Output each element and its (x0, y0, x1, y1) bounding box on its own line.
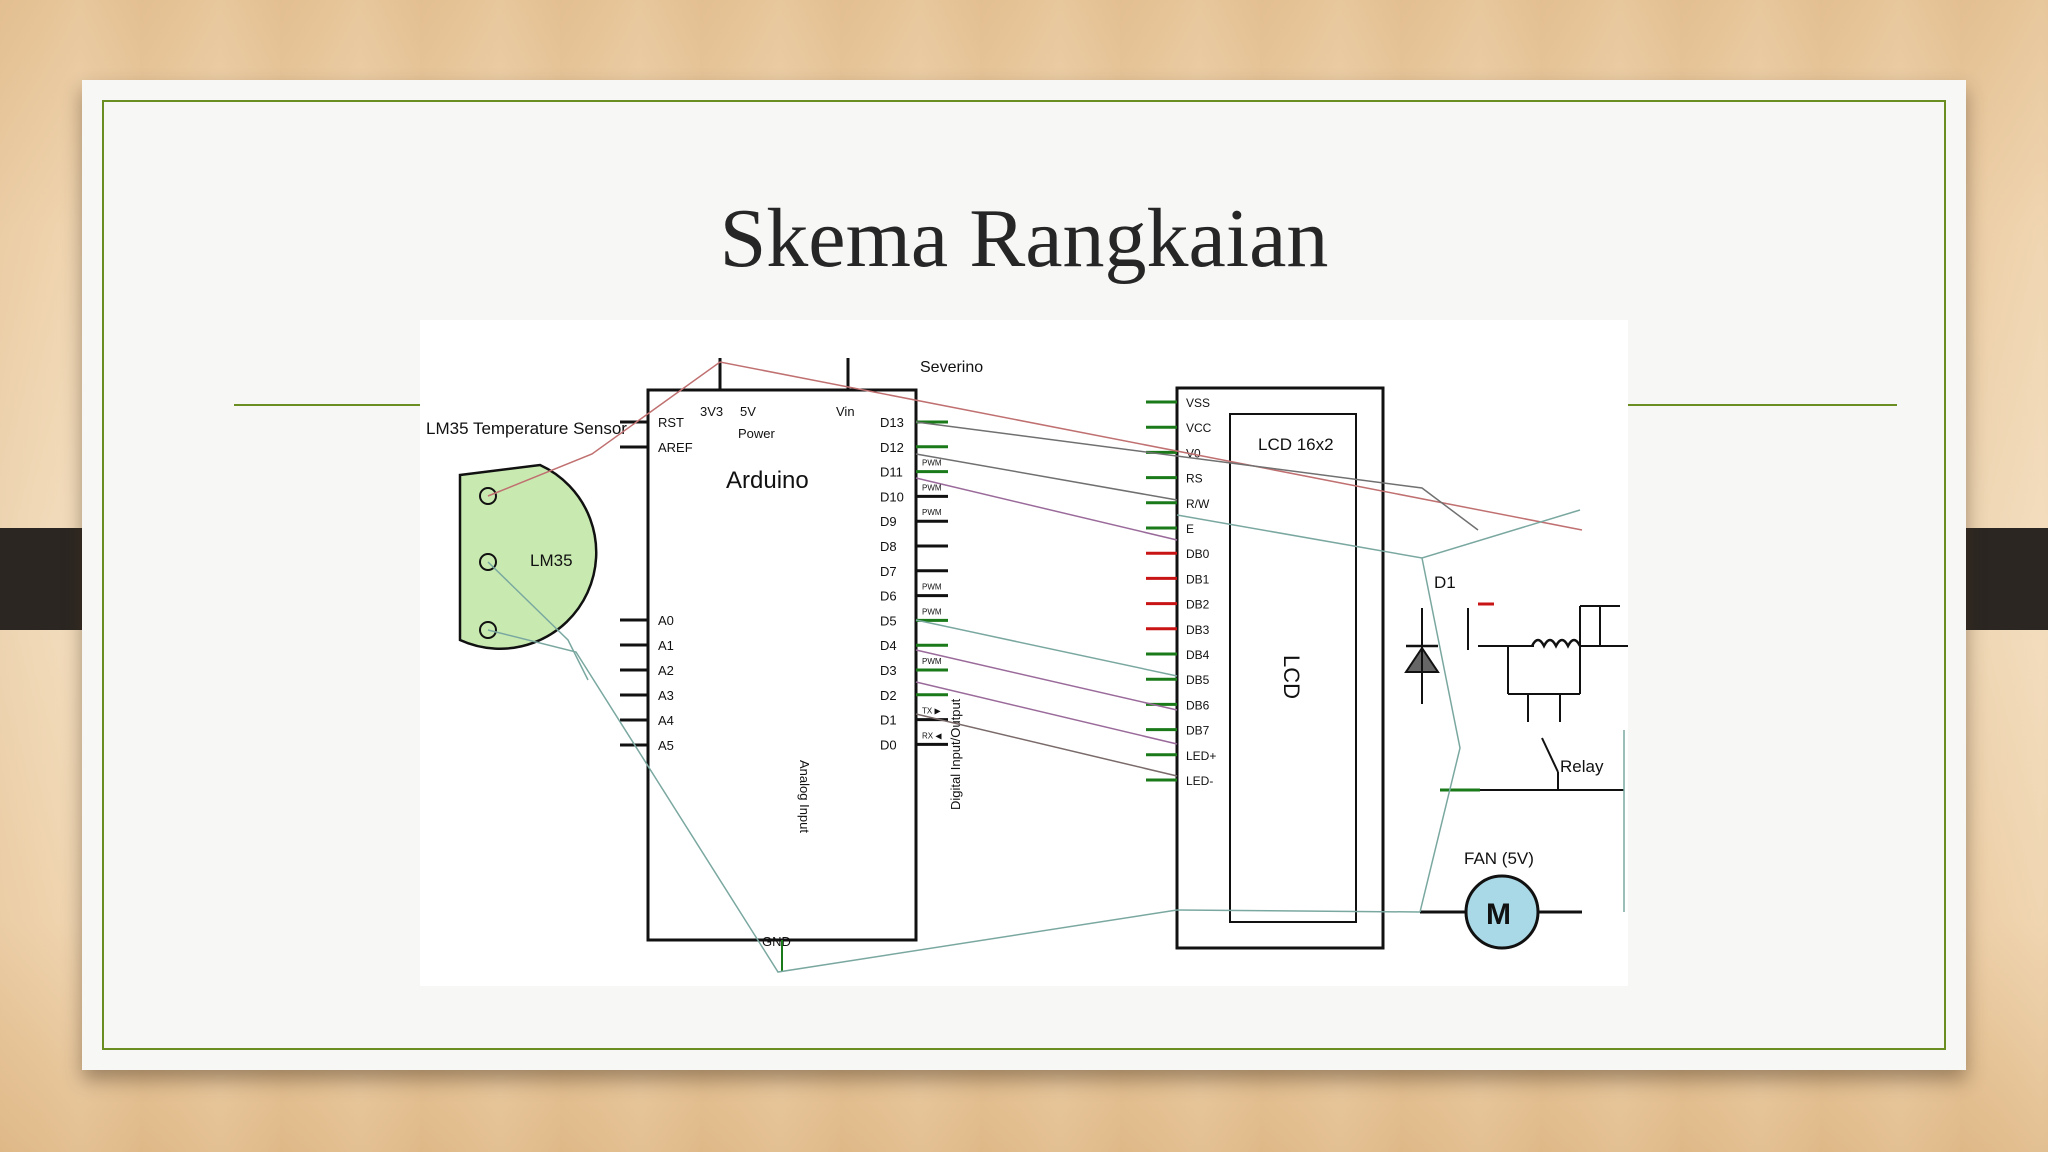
lcd-module (1175, 386, 1385, 950)
circuit-svg: Severino 3V3 5V Vin Power Arduino Digita… (426, 358, 1628, 973)
slide-title: Skema Rangkaian (719, 192, 1329, 285)
wire-d13 (915, 421, 1479, 531)
title-rule-left (234, 404, 504, 406)
wire-lm35-out (487, 561, 589, 681)
lcd-pin-label: DB4 (1186, 648, 1210, 662)
wire-d3-db6 (915, 681, 1178, 745)
lm35-label: LM35 (530, 551, 573, 570)
arduino-pin-label: D6 (880, 589, 897, 604)
lm35-pin-vcc (479, 487, 497, 505)
slide-frame (102, 100, 1946, 1050)
arduino-pin-label: D0 (880, 737, 897, 752)
lcd-pin-label: VCC (1186, 421, 1212, 435)
power-label: Power (738, 426, 776, 441)
arduino-pin-label: A4 (658, 713, 674, 728)
lm35-title-label: LM35 Temperature Sensor (426, 419, 627, 438)
lcd-pin-label: LED+ (1186, 749, 1216, 763)
lcd-pin-label: VSS (1186, 396, 1210, 410)
pwm-mark: PWM (922, 459, 942, 468)
power-vin-label: Vin (836, 404, 855, 419)
wire-d11-e (915, 477, 1178, 541)
circuit-diagram: Severino 3V3 5V Vin Power Arduino Digita… (420, 320, 1628, 986)
wires (487, 361, 1583, 973)
lcd-pin-label: E (1186, 522, 1194, 536)
arduino-pin-label: D1 (880, 713, 897, 728)
arduino-pin-label: D12 (880, 440, 904, 455)
pwm-mark: PWM (922, 483, 942, 492)
lcd-pin-label: DB2 (1186, 598, 1210, 612)
lcd-pin-label: V0 (1186, 446, 1201, 460)
lcd-screen (1229, 413, 1357, 923)
lcd-label: LCD (1279, 655, 1304, 699)
lcd-pin-label: DB6 (1186, 698, 1210, 712)
serial-mark: TX ▶ (922, 707, 941, 716)
arduino-right-pins: D13D12D11PWMD10PWMD9PWMD8D7D6PWMD5PWMD4D… (880, 415, 948, 752)
lcd-title-label: LCD 16x2 (1258, 435, 1334, 454)
arduino-pin-label: D4 (880, 638, 897, 653)
arduino-pin-label: D13 (880, 415, 904, 430)
power-5v-label: 5V (740, 404, 756, 419)
lm35-pin-gnd (479, 621, 497, 639)
arduino-pin-label: A2 (658, 663, 674, 678)
relay-coil (1530, 638, 1582, 649)
pwm-mark: PWM (922, 508, 942, 517)
wire-5v (487, 361, 1583, 531)
relay-label: Relay (1560, 757, 1604, 776)
arduino-pin-label: A3 (658, 688, 674, 703)
arduino-label: Arduino (726, 467, 809, 494)
arduino-pin-label: A1 (658, 638, 674, 653)
gnd-label: GND (762, 934, 791, 949)
power-3v3-label: 3V3 (700, 404, 723, 419)
lcd-pin-label: RS (1186, 472, 1203, 486)
d1-label: D1 (1434, 573, 1456, 592)
arduino-pin-label: RST (658, 415, 684, 430)
wire-d12-rs (915, 453, 1178, 501)
lcd-pin-label: DB1 (1186, 572, 1210, 586)
wire-d4-db5 (915, 649, 1178, 711)
wire-diode-fan (1419, 557, 1461, 913)
arduino-pin-label: D7 (880, 564, 897, 579)
motor-label: M (1486, 898, 1511, 931)
pwm-mark: PWM (922, 607, 942, 616)
wire-d2-db7 (915, 713, 1178, 777)
severino-label: Severino (920, 359, 983, 376)
lcd-pin-label: R/W (1186, 497, 1210, 511)
arduino-pin-label: D3 (880, 663, 897, 678)
serial-mark: RX ◀ (922, 731, 942, 740)
analog-input-label: Analog Input (797, 760, 812, 833)
arduino-pin-label: A5 (658, 738, 674, 753)
arduino-pin-label: A0 (658, 613, 674, 628)
relay-switch-arm (1541, 737, 1559, 773)
arduino-pin-label: D2 (880, 688, 897, 703)
slide: Skema Rangkaian Severino 3V3 5V Vin Powe… (82, 80, 1966, 1070)
arduino-pin-label: D8 (880, 539, 897, 554)
arduino-pin-label: AREF (658, 440, 693, 455)
fan-label: FAN (5V) (1464, 849, 1534, 868)
wire-d5-db4 (915, 619, 1178, 677)
lcd-pin-label: DB3 (1186, 623, 1210, 637)
arduino-pin-label: D10 (880, 489, 904, 504)
lcd-pin-label: DB7 (1186, 724, 1210, 738)
wire-gnd (487, 629, 1178, 973)
arduino-pin-label: D9 (880, 514, 897, 529)
arduino-pin-label: D5 (880, 613, 897, 628)
pwm-mark: PWM (922, 583, 942, 592)
pwm-mark: PWM (922, 657, 942, 666)
lcd-pin-label: DB5 (1186, 673, 1210, 687)
digital-io-label: Digital Input/Output (948, 698, 963, 810)
arduino-pin-label: D11 (880, 465, 903, 480)
lcd-pin-label: DB0 (1186, 547, 1210, 561)
wire-led-fan (1176, 909, 1421, 913)
lm35-pin-out (479, 553, 497, 571)
lcd-pin-label: LED- (1186, 774, 1213, 788)
lm35-sensor-body (458, 463, 598, 650)
title-rule-right (1627, 404, 1897, 406)
